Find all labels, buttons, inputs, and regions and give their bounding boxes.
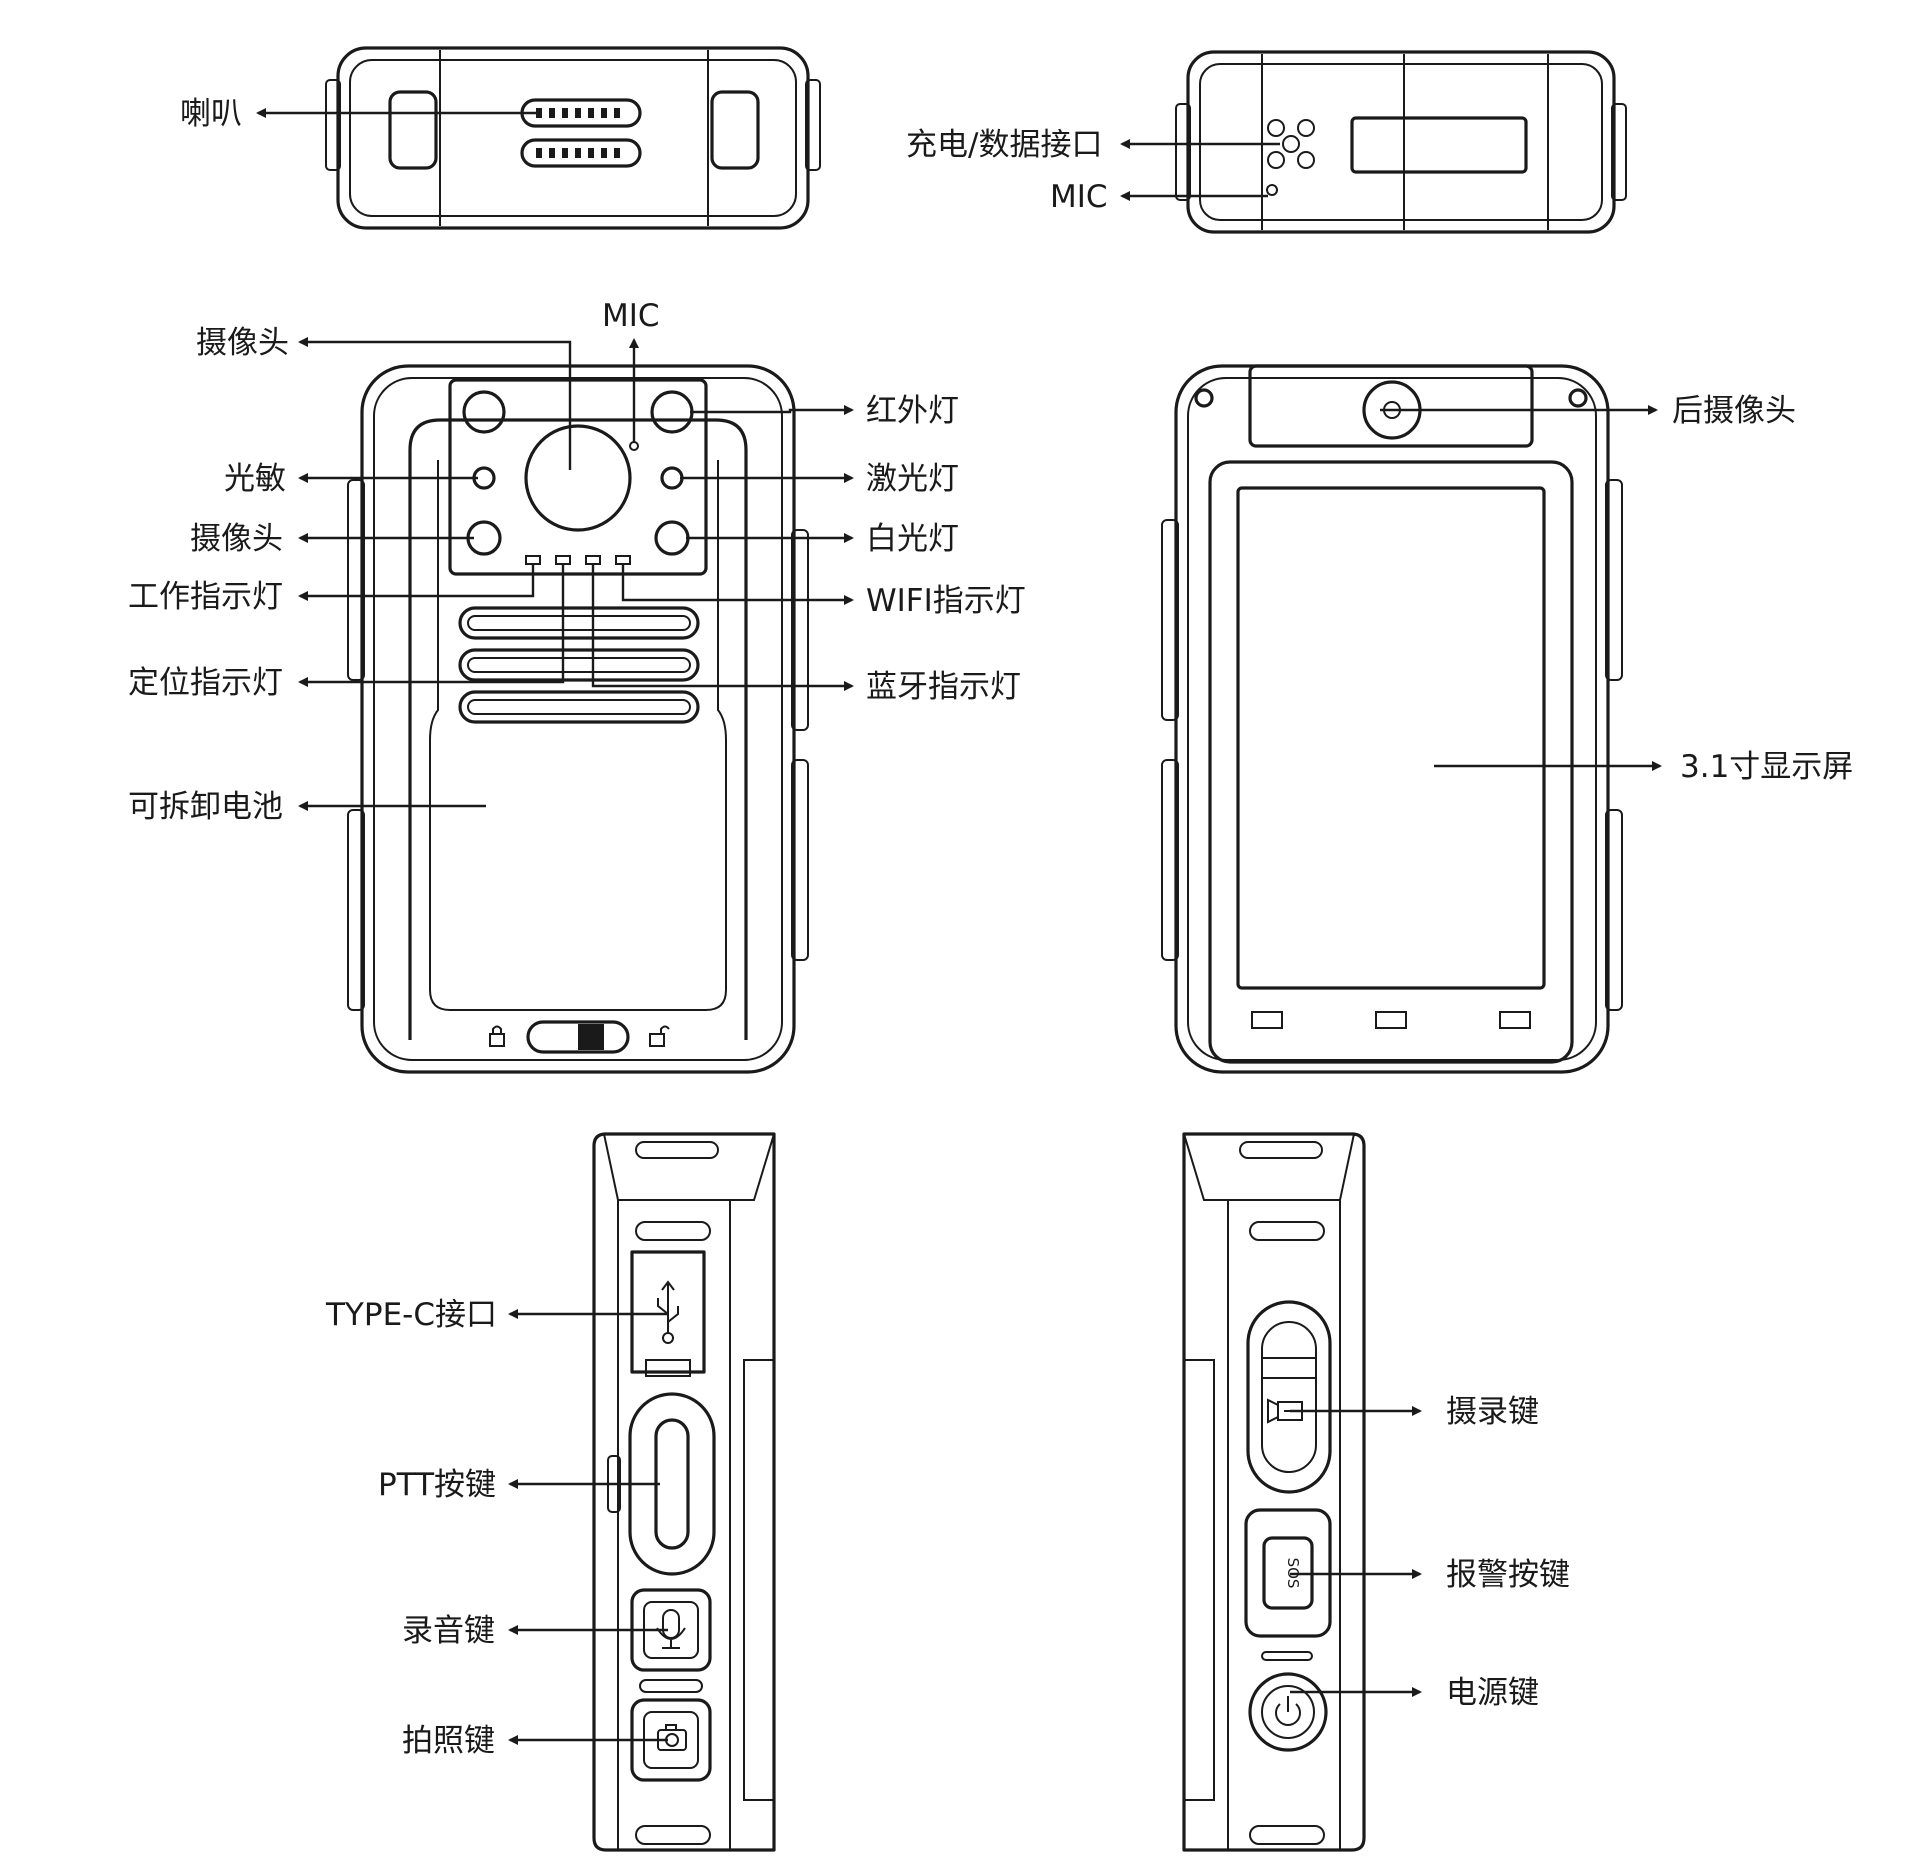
front-view [347,364,809,1074]
unlock-icon [649,1025,670,1047]
camera-icon [657,1724,687,1751]
label-mic-top: MIC [1050,179,1108,215]
charge-port-pins [1267,119,1315,169]
label-power-button: 电源键 [1446,1675,1539,1711]
label-charge-port: 充电/数据接口 [906,127,1102,163]
label-camera-top: 摄像头 [196,325,289,361]
lock-icon [489,1025,505,1047]
label-rear-camera: 后摄像头 [1672,393,1796,429]
label-record-button: 摄录键 [1446,1394,1539,1430]
label-display: 3.1寸显示屏 [1680,749,1853,785]
label-photo-button: 拍照键 [402,1723,495,1759]
typec-port [630,1250,706,1377]
left-side-view [592,1132,776,1852]
power-icon [1275,1696,1301,1726]
label-battery: 可拆卸电池 [128,789,283,825]
label-wifi-indicator: WIFI指示灯 [866,583,1026,619]
label-typec-port: TYPE-C接口 [325,1297,497,1333]
label-ptt-button: PTT按键 [378,1467,496,1503]
usb-icon [657,1280,679,1344]
battery-lock-slider [489,1020,670,1054]
bottom-view-port [1175,50,1627,234]
power-button [1248,1672,1328,1752]
label-photosensitive: 光敏 [224,461,286,497]
speaker-grille [520,98,642,168]
label-mic-front: MIC [602,298,660,334]
label-bt-indicator: 蓝牙指示灯 [866,669,1021,705]
label-laser-light: 激光灯 [866,461,959,497]
label-speaker: 喇叭 [180,96,242,132]
mic-hole [1266,184,1278,196]
right-side-view: SOS [1182,1132,1366,1852]
label-ir-light: 红外灯 [866,393,959,429]
label-alarm-button: 报警按键 [1446,1557,1570,1593]
record-button [1246,1300,1332,1494]
label-work-indicator: 工作指示灯 [128,579,283,615]
label-audio-button: 录音键 [402,1613,495,1649]
top-view-speaker [325,46,821,230]
microphone-icon [656,1609,686,1649]
back-view [1161,364,1623,1074]
label-gps-indicator: 定位指示灯 [128,665,283,701]
label-white-light: 白光灯 [866,521,959,557]
label-camera-lower: 摄像头 [190,521,283,557]
